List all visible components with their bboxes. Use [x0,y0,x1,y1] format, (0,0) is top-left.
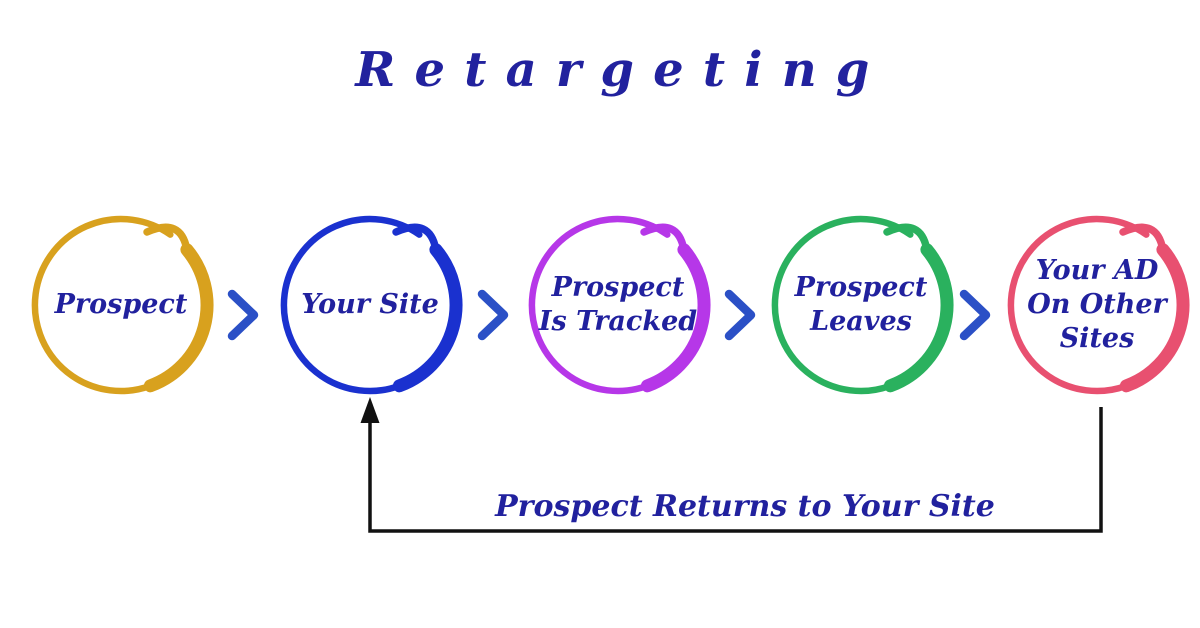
step-label: Your AD On Other Sites [997,205,1197,405]
step-prospect-is-tracked: Prospect Is Tracked [518,205,718,405]
step-label: Your Site [270,205,470,405]
step-label: Prospect [21,205,221,405]
return-arrow-label: Prospect Returns to Your Site [495,489,995,524]
brush-circle-icon [771,215,954,395]
step-label-line: Prospect [54,289,188,320]
chevron-right-icon [959,289,991,341]
step-label-line: Sites [1059,323,1135,354]
step-label-line: Is Tracked [538,306,698,337]
chevron-right-icon [227,289,259,341]
chevron-right-icon [477,289,509,341]
step-label-line: Prospect [794,272,928,303]
brush-circle-icon [1007,215,1190,395]
step-label-line: Your AD [1035,255,1159,286]
step-your-site: Your Site [270,205,470,405]
step-label-line: Your Site [301,289,439,320]
brush-circle-icon [528,215,711,395]
step-prospect-leaves: Prospect Leaves [761,205,961,405]
brush-circle-icon [280,215,463,395]
step-label-line: Leaves [810,306,912,337]
step-label-line: Prospect [551,272,685,303]
step-prospect: Prospect [21,205,221,405]
step-your-ad-on-other-sites: Your AD On Other Sites [997,205,1197,405]
step-label: Prospect Leaves [761,205,961,405]
brush-circle-icon [31,215,214,395]
step-label-line: On Other [1027,289,1167,320]
step-label: Prospect Is Tracked [518,205,718,405]
chevron-right-icon [724,289,756,341]
diagram-title: Retargeting [355,42,889,98]
